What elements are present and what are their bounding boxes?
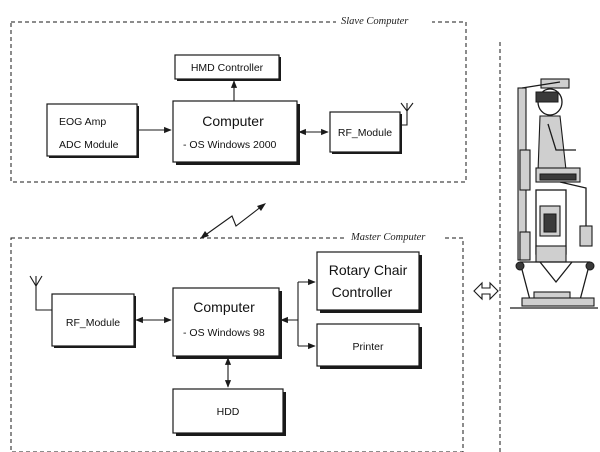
slave-computer-group: Slave Computer HMD Controller EOG Amp AD… [10,14,467,183]
rotary-chair-label-line1: Rotary Chair [329,262,408,278]
computer-peripherals-connector [280,278,316,350]
master-computer-block: Computer - OS Windows 98 [172,287,282,359]
slave-rf-module-block: RF_Module [329,111,402,154]
master-computer-block-title: Computer [193,299,255,315]
hdd-block: HDD [172,388,286,436]
master-rf-module-label: RF_Module [66,317,120,329]
hmd-controller-block: HMD Controller [174,54,281,81]
master-computer-group: Master Computer RF_Module Computer - OS … [10,230,464,452]
printer-label: Printer [353,341,384,353]
antenna-icon [29,275,52,311]
adc-module-label: ADC Module [59,139,119,151]
master-rf-module-block: RF_Module [51,293,136,348]
master-computer-title: Master Computer [350,232,426,243]
slave-computer-title: Slave Computer [341,16,409,27]
slave-computer-frame [10,21,467,183]
rotary-chair-label-line2: Controller [332,284,393,300]
slave-computer-block: Computer - OS Windows 2000 [172,100,300,165]
rotary-chair-subject-figure [510,78,598,309]
eog-amp-label: EOG Amp [59,116,106,128]
printer-block: Printer [316,323,422,369]
slave-os-label: - OS Windows 2000 [183,139,277,151]
master-os-label: - OS Windows 98 [183,327,265,339]
lightning-link-icon [200,203,266,239]
master-computer-frame [10,237,464,452]
rotary-chair-controller-block: Rotary Chair Controller [316,251,422,313]
hdd-label: HDD [217,406,240,418]
eog-adc-block: EOG Amp ADC Module [46,103,139,158]
antenna-icon [400,102,414,126]
hmd-controller-label: HMD Controller [191,62,264,74]
slave-rf-module-label: RF_Module [338,127,392,139]
slave-computer-block-title: Computer [202,113,264,129]
double-arrow-icon [473,281,499,301]
